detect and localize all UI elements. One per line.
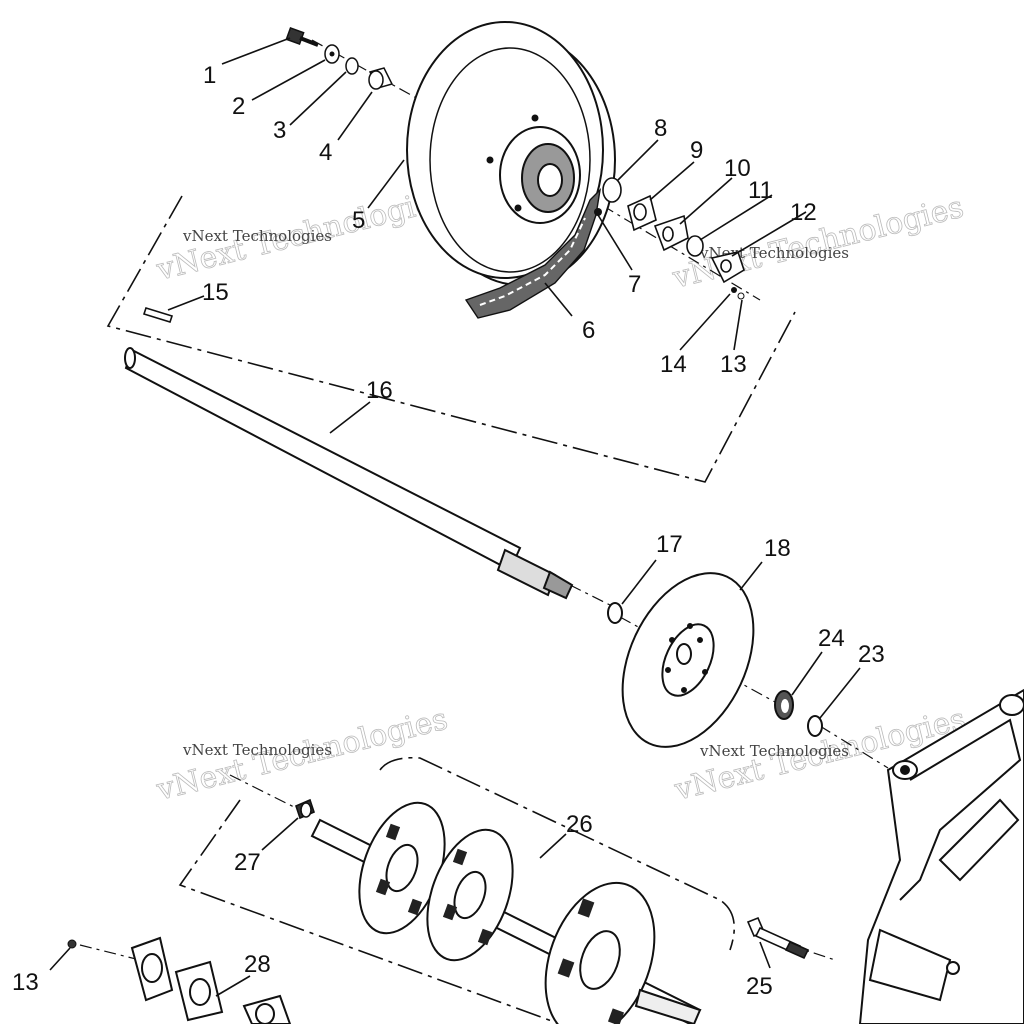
gasket-part-28 (174, 960, 224, 1022)
label-part-23: 23 (858, 641, 885, 668)
label-part-14: 14 (660, 351, 687, 378)
washer-part-3 (345, 57, 359, 75)
label-part-6: 6 (582, 317, 595, 344)
label-part-3: 3 (273, 117, 286, 144)
label-part-16: 16 (366, 377, 393, 404)
bolt-part-25 (746, 916, 810, 960)
part-labels: 1 2 3 4 5 6 7 8 9 10 11 12 13 14 15 16 1… (12, 62, 885, 1000)
label-part-25: 25 (746, 973, 773, 1000)
label-part-18: 18 (764, 535, 791, 562)
flange-part-10 (653, 214, 689, 252)
leader-lines (49, 37, 861, 997)
watermark-small: vNext Technologies (699, 742, 849, 760)
label-part-26: 26 (566, 811, 593, 838)
bearing-part-9 (627, 194, 657, 232)
bolt-part-27 (295, 798, 315, 820)
label-part-9: 9 (690, 137, 703, 164)
label-part-1: 1 (203, 62, 216, 89)
nut-part-14 (731, 287, 737, 293)
key-part-15 (142, 307, 174, 323)
shaft-part-16 (124, 347, 574, 600)
label-part-27: 27 (234, 849, 261, 876)
assembly-bracket-top (106, 195, 796, 483)
label-part-13: 13 (720, 351, 747, 378)
label-part-10: 10 (724, 155, 751, 182)
bearing-housing (242, 994, 292, 1024)
label-part-8: 8 (654, 115, 667, 142)
label-part-13-lower: 13 (12, 969, 39, 996)
oring-part-23 (807, 715, 823, 737)
watermark-large: vNext Technologies (668, 190, 967, 296)
label-part-11: 11 (748, 177, 773, 204)
oring-part-17 (607, 602, 623, 624)
label-part-2: 2 (232, 93, 245, 120)
bolt-part-1 (285, 27, 319, 47)
nut-part-13-lower (67, 939, 77, 949)
seal-hole (781, 699, 789, 713)
washer-part-8 (602, 177, 622, 203)
label-part-15: 15 (202, 279, 229, 306)
assembly-bracket-bottom (178, 756, 736, 1024)
watermark-small: vNext Technologies (182, 227, 332, 245)
bearing-plate (130, 936, 174, 1002)
label-part-4: 4 (319, 139, 332, 166)
washer-hole (329, 51, 335, 57)
spacer-part-4 (368, 67, 394, 90)
driveshaft-part-26 (310, 801, 702, 1024)
label-part-28: 28 (244, 951, 271, 978)
pin-part-7 (594, 208, 602, 216)
watermark-small: vNext Technologies (182, 741, 332, 759)
nut-part-13 (737, 292, 745, 300)
chain-part-6 (464, 187, 602, 319)
label-part-5: 5 (352, 207, 365, 234)
label-part-17: 17 (656, 531, 683, 558)
collar-part-11 (686, 235, 704, 257)
disc-part-18 (621, 572, 755, 748)
label-part-12: 12 (790, 199, 817, 226)
pulley-part-5 (406, 21, 616, 286)
label-part-24: 24 (818, 625, 845, 652)
label-part-7: 7 (628, 271, 641, 298)
plate-part-12 (710, 251, 745, 284)
chaincase-housing (858, 688, 1024, 1024)
